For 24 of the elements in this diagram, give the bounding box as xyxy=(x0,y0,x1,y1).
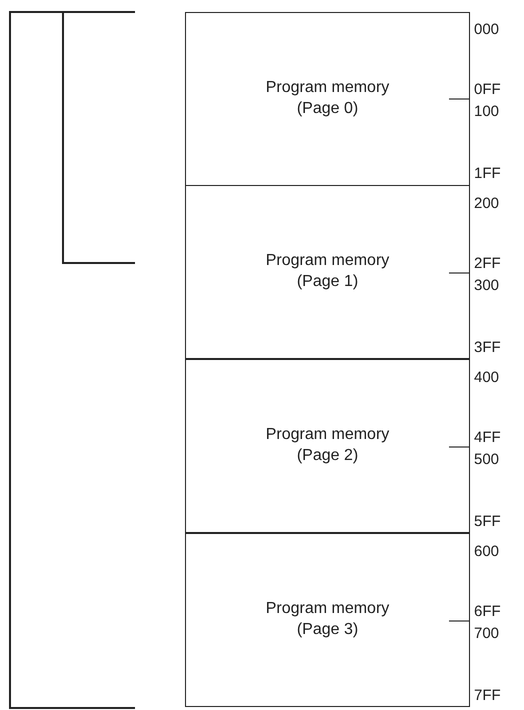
page-label: Program memory (Page 2) xyxy=(264,425,390,466)
address-label: 4FF xyxy=(474,429,501,447)
memory-page xyxy=(185,185,470,359)
address-label: 3FF xyxy=(474,339,501,357)
address-label: 000 xyxy=(474,21,500,39)
memory-page xyxy=(185,359,470,533)
address-label: 0FF xyxy=(474,81,501,99)
address-label: 1FF xyxy=(474,165,501,183)
address-label: 7FF xyxy=(474,687,501,705)
address-label: 200 xyxy=(474,195,500,213)
address-label: 300 xyxy=(474,277,500,295)
address-label: 600 xyxy=(474,543,500,561)
page-label: Program memory (Page 0) xyxy=(264,78,390,119)
address-label: 5FF xyxy=(474,513,501,531)
address-label: 2FF xyxy=(474,255,501,273)
memory-page xyxy=(185,12,470,186)
address-label: 6FF xyxy=(474,603,501,621)
memory-page xyxy=(185,533,470,707)
address-label: 100 xyxy=(474,103,500,121)
page-label: Program memory (Page 3) xyxy=(264,599,390,640)
page-label: Program memory (Page 1) xyxy=(264,251,390,292)
address-label: 400 xyxy=(474,369,500,387)
address-label: 700 xyxy=(474,625,500,643)
address-label: 500 xyxy=(474,451,500,469)
